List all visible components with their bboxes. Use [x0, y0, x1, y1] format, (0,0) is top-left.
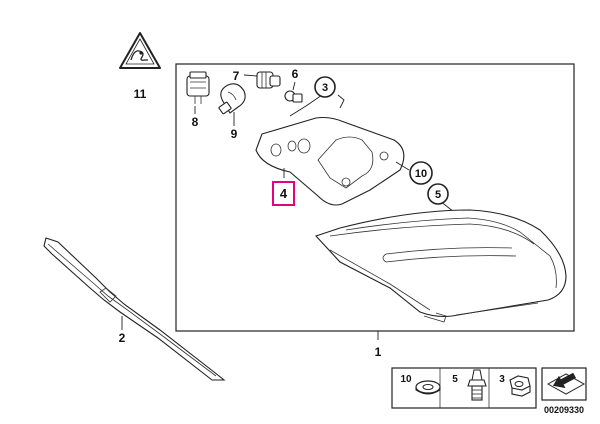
bulb-socket: [186, 71, 210, 114]
callout-ring-5: [427, 183, 449, 205]
tail-lamp: [315, 209, 567, 323]
gasket: [255, 116, 405, 206]
label-7: 7: [233, 69, 240, 83]
small-bulb-holder: [243, 71, 281, 89]
arrow-sheet-icon: [546, 372, 586, 395]
trim-strip: [43, 237, 226, 381]
assembly-frame: [175, 63, 575, 340]
label-6: 6: [292, 67, 299, 81]
label-1: 1: [375, 345, 382, 359]
label-10: 10: [415, 168, 427, 180]
small-bulb: [284, 81, 303, 103]
legend-label-5: 5: [452, 374, 458, 385]
hex-nut-icon: [509, 375, 531, 397]
legend-label-10: 10: [400, 374, 412, 385]
label-4: 4: [280, 186, 288, 201]
label-5: 5: [435, 189, 441, 201]
diagram-number: 00209330: [544, 405, 584, 415]
callout-ring-10: [409, 161, 433, 185]
label-2: 2: [119, 331, 126, 345]
bulb: [218, 83, 246, 126]
expansion-nut-icon: [467, 369, 487, 401]
callout-ring-3: [314, 76, 336, 98]
legend-label-3: 3: [499, 374, 505, 385]
label-11: 11: [134, 87, 147, 101]
warning-triangle-icon: [119, 32, 161, 69]
legend-box: [391, 367, 587, 409]
label-9: 9: [231, 127, 238, 141]
label-8: 8: [192, 115, 199, 129]
washer-icon: [415, 380, 441, 395]
label-3: 3: [322, 82, 328, 94]
highlight-box: [272, 181, 295, 206]
